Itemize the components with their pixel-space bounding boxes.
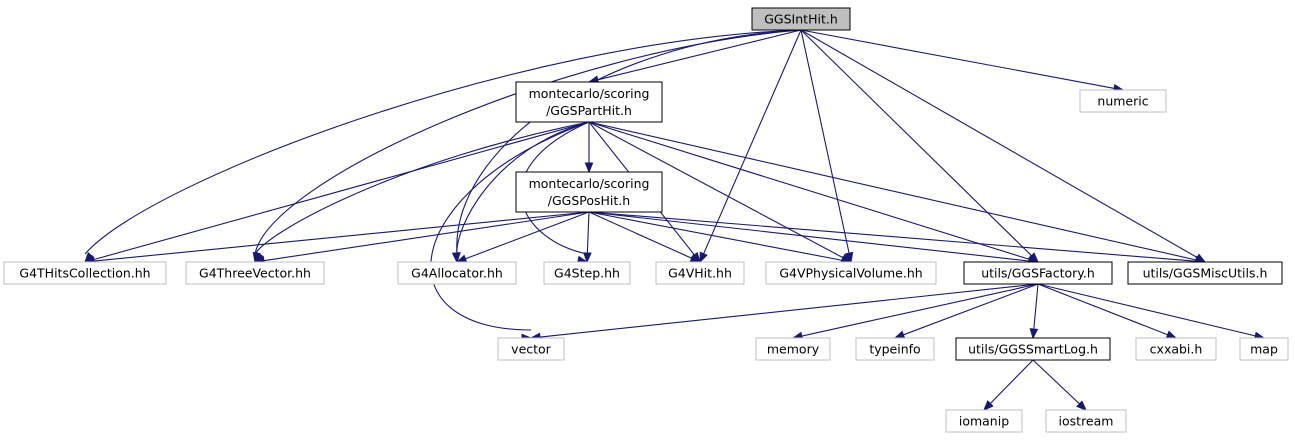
node-g4threevector[interactable]: G4ThreeVector.hh	[185, 261, 325, 285]
node-label-ggsposhit-line-1: montecarlo/scoring	[529, 176, 650, 191]
edge-ggsparthit-to-g4thitscollection	[83, 121, 590, 264]
edge-ggsfactory-to-map	[1037, 283, 1266, 341]
node-label-ggsmiscutils: utils/GGSMiscUtils.h	[1143, 266, 1268, 281]
node-numeric[interactable]: numeric	[1079, 89, 1167, 113]
node-label-g4vphysicalvolume: G4VPhysicalVolume.hh	[779, 266, 922, 281]
node-label-ggssmartlog: utils/GGSSmartLog.h	[968, 342, 1098, 357]
node-label-ggsposhit-line-2: /GGSPosHit.h	[548, 193, 630, 208]
edge-ggsparthit-to-ggsmiscutils	[588, 121, 1207, 265]
node-label-cxxabi: cxxabi.h	[1150, 342, 1203, 357]
node-label-iostream: iostream	[1059, 414, 1114, 429]
node-map[interactable]: map	[1239, 337, 1289, 361]
edge-ggsparthit-to-ggsposhit	[584, 122, 594, 174]
node-g4step[interactable]: G4Step.hh	[543, 261, 631, 285]
node-label-g4threevector: G4ThreeVector.hh	[199, 266, 311, 281]
node-label-g4vhit: G4VHit.hh	[668, 266, 732, 281]
node-g4vphysicalvolume[interactable]: G4VPhysicalVolume.hh	[765, 261, 937, 285]
node-ggsmiscutils[interactable]: utils/GGSMiscUtils.h	[1127, 261, 1283, 285]
node-ggsparthit[interactable]: montecarlo/scoring/GGSPartHit.h	[515, 81, 663, 123]
node-label-g4thitscollection: G4THitsCollection.hh	[19, 266, 150, 281]
node-ggssmartlog[interactable]: utils/GGSSmartLog.h	[955, 337, 1111, 361]
nodes-layer: GGSIntHit.h montecarlo/scoring/GGSPartHit…	[3, 7, 1289, 433]
edge-ggsposhit-to-ggsfactory	[588, 211, 1040, 266]
node-memory[interactable]: memory	[755, 337, 831, 361]
node-typeinfo[interactable]: typeinfo	[855, 337, 935, 361]
edge-ggsposhit-to-g4step	[583, 211, 592, 264]
node-label-ggsinthit: GGSIntHit.h	[764, 12, 838, 27]
node-label-ggsparthit-line-2: /GGSPartHit.h	[546, 103, 632, 118]
edge-ggsinthit-to-numeric	[800, 29, 1125, 93]
node-label-numeric: numeric	[1097, 94, 1148, 109]
edge-ggsposhit-to-g4thitscollection	[83, 211, 590, 266]
node-ggsfactory[interactable]: utils/GGSFactory.h	[963, 261, 1113, 285]
node-g4vhit[interactable]: G4VHit.hh	[655, 261, 745, 285]
node-label-ggsfactory: utils/GGSFactory.h	[981, 266, 1095, 281]
node-ggsposhit[interactable]: montecarlo/scoring/GGSPosHit.h	[515, 171, 663, 213]
edge-ggsfactory-to-ggssmartlog	[1029, 283, 1039, 340]
edge-ggsinthit-to-ggsparthit	[587, 29, 802, 84]
edge-ggsinthit-to-g4allocator	[452, 29, 802, 264]
edge-ggsinthit-to-g4vhit	[699, 29, 802, 264]
node-label-typeinfo: typeinfo	[869, 342, 920, 357]
edge-ggsparthit-to-g4allocator	[451, 121, 590, 264]
edge-ggssmartlog-to-iostream	[1032, 359, 1087, 411]
node-iomanip[interactable]: iomanip	[945, 409, 1023, 433]
node-ggsinthit[interactable]: GGSIntHit.h	[751, 7, 851, 31]
edge-ggsposhit-to-g4allocator	[455, 211, 590, 263]
edge-ggsinthit-to-g4vphysicalvolume	[800, 29, 854, 264]
edge-ggssmartlog-to-iomanip	[983, 359, 1034, 411]
edges-layer	[83, 29, 1266, 411]
node-g4thitscollection[interactable]: G4THitsCollection.hh	[3, 261, 167, 285]
edge-ggsposhit-to-g4threevector	[253, 211, 590, 265]
edge-ggsinthit-to-g4threevector	[252, 29, 802, 264]
edge-ggsposhit-to-g4vphysicalvolume	[588, 211, 853, 265]
edge-ggsfactory-to-cxxabi	[1037, 283, 1178, 339]
node-vector[interactable]: vector	[497, 337, 565, 361]
node-label-memory: memory	[767, 342, 820, 357]
node-label-ggsparthit-line-1: montecarlo/scoring	[529, 86, 650, 101]
node-label-map: map	[1250, 342, 1278, 357]
node-label-vector: vector	[511, 342, 552, 357]
node-label-g4allocator: G4Allocator.hh	[411, 266, 503, 281]
node-iostream[interactable]: iostream	[1045, 409, 1127, 433]
node-label-iomanip: iomanip	[959, 414, 1009, 429]
node-cxxabi[interactable]: cxxabi.h	[1135, 337, 1217, 361]
node-label-g4step: G4Step.hh	[554, 266, 620, 281]
node-g4allocator[interactable]: G4Allocator.hh	[397, 261, 517, 285]
edge-ggsfactory-to-memory	[791, 283, 1039, 341]
